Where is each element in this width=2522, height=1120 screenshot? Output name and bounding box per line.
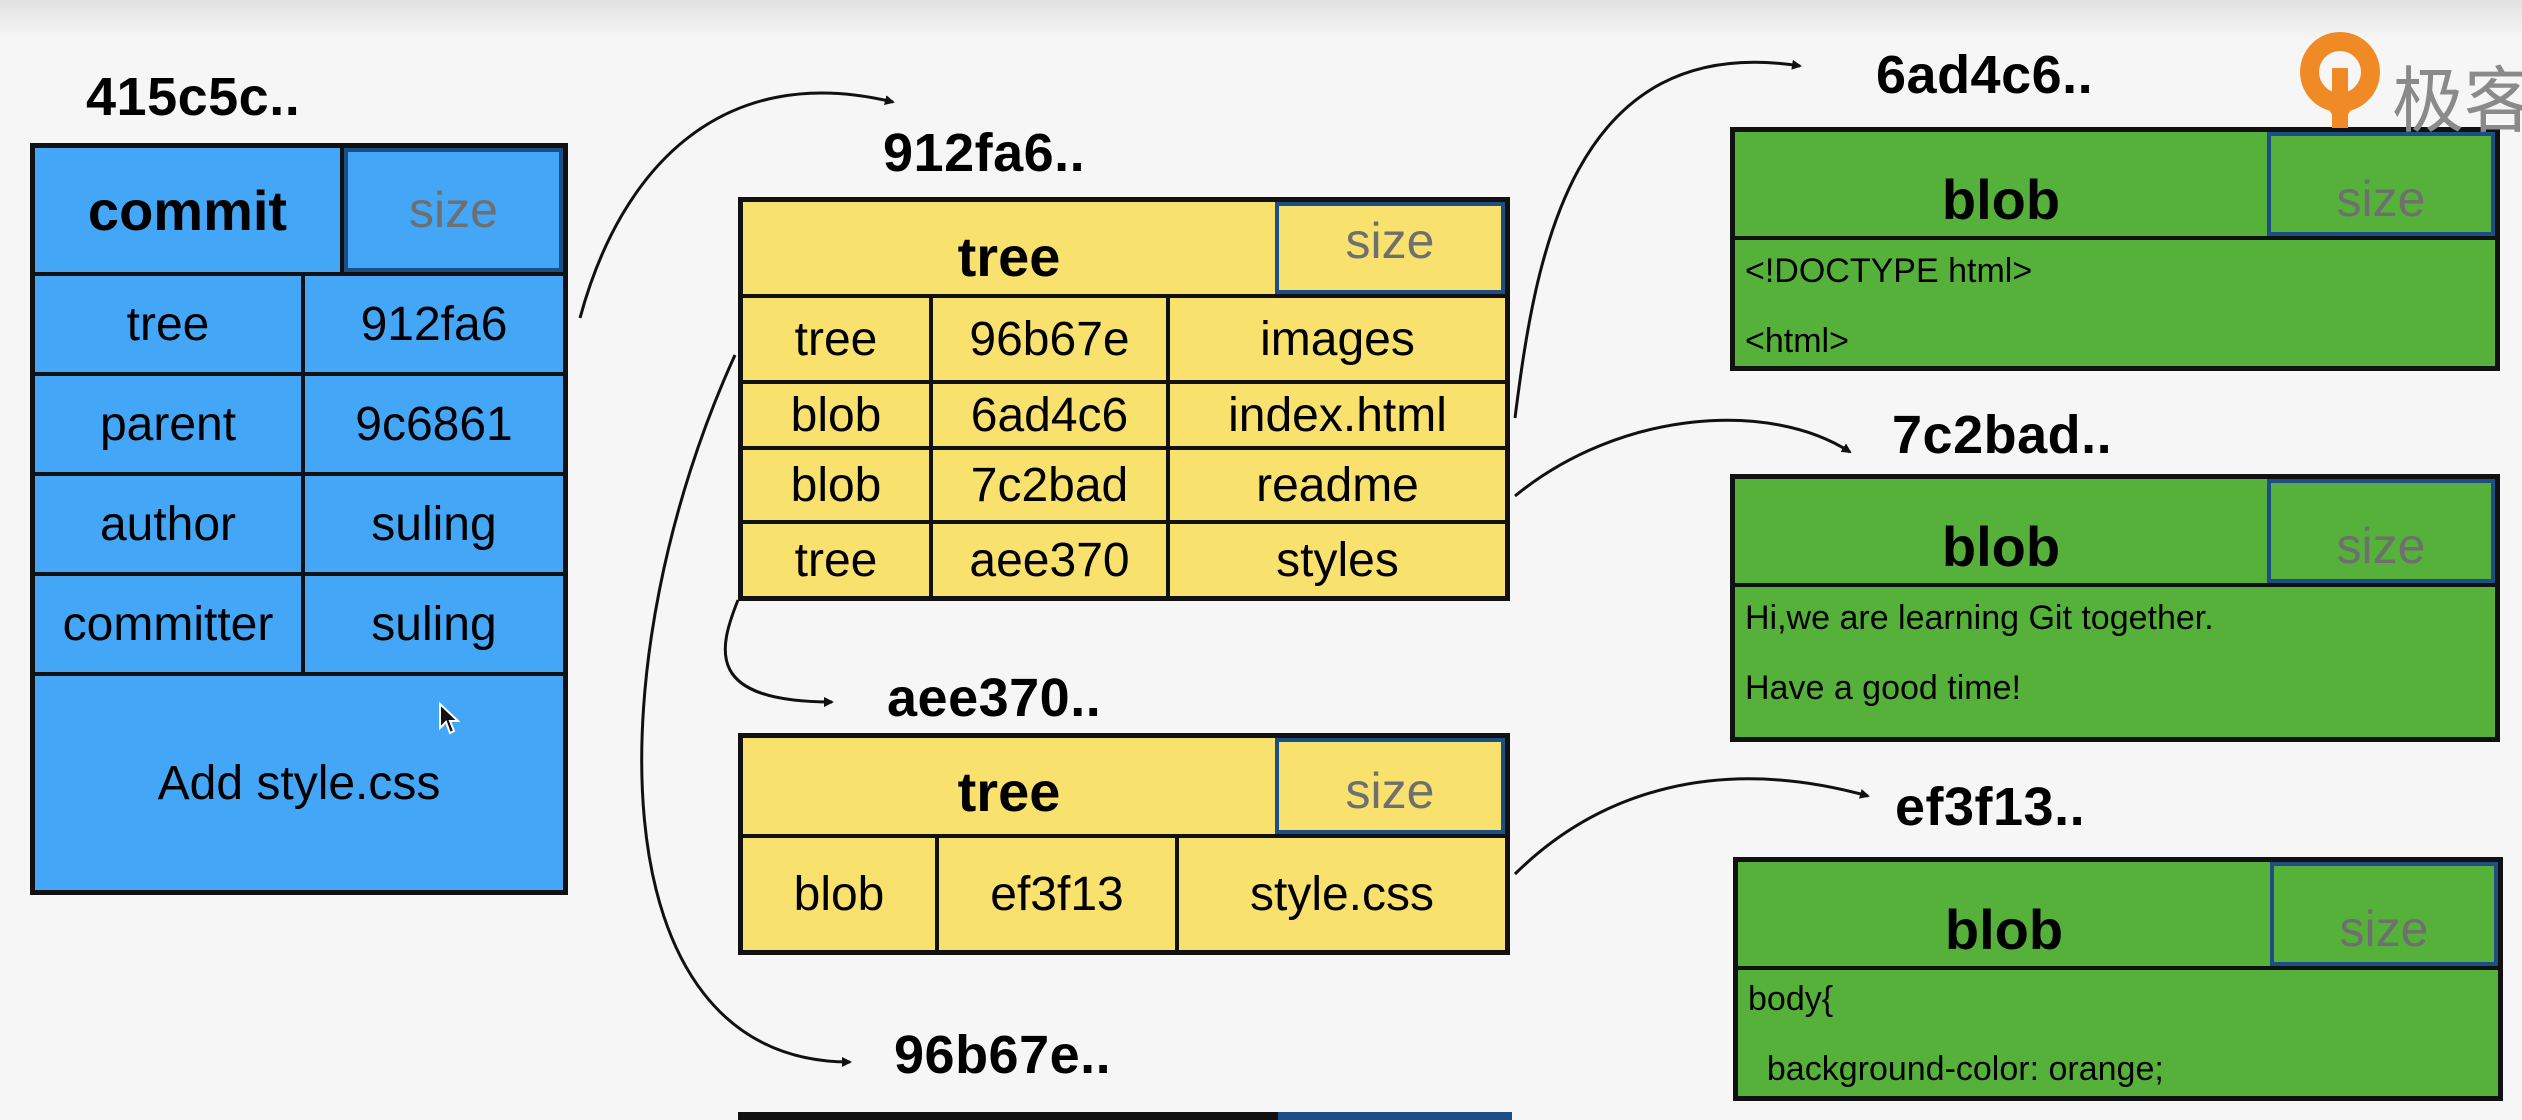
tree-entry-name: style.css <box>1249 867 1435 921</box>
blob-readme-type-label: blob <box>1941 514 2061 578</box>
tree-entry-id: 96b67e <box>969 312 1130 366</box>
commit-row-key: author <box>99 497 237 551</box>
blob-content-line: Have a good time! <box>1745 669 2021 707</box>
tree-entry-id: 6ad4c6 <box>970 388 1129 442</box>
arrow-tree-to-styles <box>723 599 834 707</box>
commit-row-value: suling <box>371 597 497 651</box>
blob-index-type-label: blob <box>1941 167 2061 231</box>
blob-style-object: blob size body{ background-color: orange… <box>1733 857 2503 1101</box>
blob-content-line: Hi,we are learning Git together. <box>1745 599 2214 637</box>
commit-message: Add style.css <box>157 756 441 810</box>
tree-entry-kind: blob <box>793 867 885 921</box>
divider <box>1738 966 2498 970</box>
mouse-cursor-icon <box>439 702 460 735</box>
blob-content-line: <!DOCTYPE html> <box>1745 252 2033 290</box>
divider <box>1735 583 2495 587</box>
tree-entry-name: index.html <box>1228 388 1447 442</box>
logo-mark-icon <box>2300 32 2380 128</box>
tree-main-type-label: tree <box>957 224 1061 288</box>
commit-size-label: size <box>344 148 563 272</box>
tree-entry-id: ef3f13 <box>990 867 1124 921</box>
commit-type-label: commit <box>87 178 288 242</box>
blob-readme-hash: 7c2bad.. <box>1892 405 2113 465</box>
tree-main-size-label: size <box>1275 202 1505 294</box>
logo-text: 极客 <box>2392 59 2522 143</box>
arrow-styles-to-blob-style <box>1513 777 1870 876</box>
tree-images-object-top <box>738 1112 1278 1120</box>
tree-entry-name: styles <box>1276 533 1399 587</box>
commit-row-value: 9c6861 <box>355 397 513 451</box>
divider <box>1166 294 1170 596</box>
tree-images-hash: 96b67e.. <box>894 1025 1112 1085</box>
blob-style-type-label: blob <box>1944 897 2064 961</box>
blob-index-object: blob size <!DOCTYPE html> <html> <box>1730 127 2500 371</box>
tree-images-size-top <box>1278 1112 1512 1120</box>
divider <box>35 372 563 376</box>
tree-styles-type-label: tree <box>957 759 1061 823</box>
tree-styles-object: tree size blob ef3f13 style.css <box>738 733 1510 955</box>
commit-row-key: parent <box>99 397 237 451</box>
divider <box>743 520 1505 524</box>
divider <box>929 294 933 596</box>
blob-content-line: <html> <box>1745 322 1849 360</box>
arrow-tree-to-blob-index <box>1513 59 1802 419</box>
blob-content-line: body{ <box>1748 980 1834 1018</box>
divider <box>743 834 1505 838</box>
blob-style-hash: ef3f13.. <box>1895 777 2086 837</box>
arrow-tree-to-blob-readme <box>1514 418 1852 498</box>
divider <box>743 380 1505 384</box>
blob-index-hash: 6ad4c6.. <box>1876 45 2094 105</box>
tree-entry-kind: blob <box>790 458 882 512</box>
divider <box>743 294 1505 298</box>
geekbang-logo: 极客 <box>2292 28 2522 143</box>
tree-main-hash: 912fa6.. <box>883 123 1086 183</box>
tree-entry-kind: tree <box>794 533 878 587</box>
commit-row-value: suling <box>371 497 497 551</box>
tree-entry-kind: tree <box>794 312 878 366</box>
blob-readme-object: blob size Hi,we are learning Git togethe… <box>1730 474 2500 742</box>
blob-style-size-label: size <box>2270 862 2498 966</box>
divider <box>35 272 563 276</box>
tree-styles-size-label: size <box>1275 738 1505 834</box>
divider <box>35 572 563 576</box>
divider <box>340 148 344 272</box>
tree-entry-name: images <box>1260 312 1415 366</box>
arrow-tree-to-images <box>640 354 852 1067</box>
arrow-commit-to-tree <box>578 91 895 319</box>
commit-row-key: tree <box>126 297 210 351</box>
divider <box>1735 236 2495 240</box>
divider <box>743 446 1505 450</box>
tree-entry-name: readme <box>1256 458 1419 512</box>
commit-object: commit size tree 912fa6 parent 9c6861 au… <box>30 143 568 895</box>
top-shade <box>0 0 2522 40</box>
divider <box>35 472 563 476</box>
divider <box>301 272 305 672</box>
commit-hash: 415c5c.. <box>86 67 301 127</box>
tree-entry-kind: blob <box>790 388 882 442</box>
commit-row-value: 912fa6 <box>360 297 508 351</box>
tree-styles-hash: aee370.. <box>887 668 1102 728</box>
divider <box>35 672 563 676</box>
tree-entry-id: 7c2bad <box>970 458 1129 512</box>
blob-content-line: background-color: orange; <box>1748 1050 2164 1088</box>
tree-main-object: tree size tree 96b67e images blob 6ad4c6… <box>738 197 1510 601</box>
blob-readme-size-label: size <box>2267 479 2495 583</box>
commit-row-key: committer <box>62 597 274 651</box>
divider <box>935 834 939 950</box>
blob-index-size-label: size <box>2267 132 2495 236</box>
divider <box>1175 834 1179 950</box>
tree-entry-id: aee370 <box>969 533 1130 587</box>
